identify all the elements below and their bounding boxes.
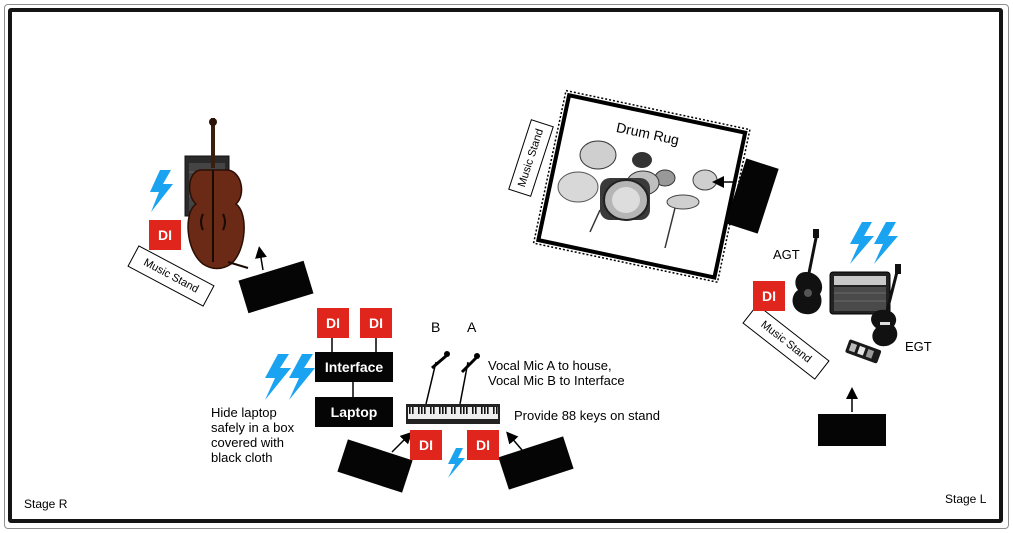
- monitor-wedge-icon: [725, 158, 779, 234]
- electric-guitar-icon: [871, 264, 901, 347]
- power-bolt-icon: [850, 222, 874, 264]
- di-box-interface-right: DI: [360, 308, 392, 338]
- keyboard-black-key: [445, 407, 447, 414]
- guitar-amp-icon: [829, 271, 891, 315]
- power-bolt-icon: [150, 170, 173, 212]
- keys-note: Provide 88 keys on stand: [514, 408, 660, 423]
- keyboard-black-key: [430, 407, 432, 414]
- stage-border-sketch: [4, 4, 1009, 529]
- di-box-keys-left: DI: [410, 430, 442, 460]
- keyboard-icon: [406, 404, 500, 424]
- keyboard-black-key: [460, 407, 462, 414]
- keyboard-black-key: [481, 407, 483, 414]
- mic-b-label: B: [431, 319, 441, 335]
- di-box-interface-left: DI: [317, 308, 349, 338]
- di-box-bass: DI: [149, 220, 181, 250]
- vocal-mic-note: Vocal Mic A to house, Vocal Mic B to Int…: [488, 358, 625, 388]
- power-bolt-icon: [448, 448, 465, 478]
- pedalboard-icon: [845, 339, 882, 364]
- keyboard-black-key: [439, 407, 441, 414]
- monitor-wedge-icon: [238, 260, 314, 314]
- keyboard-black-key: [442, 407, 444, 414]
- keyboard-black-key: [409, 407, 411, 414]
- keyboard-black-key: [484, 407, 486, 414]
- keyboard-black-key: [454, 407, 456, 414]
- interface-box: Interface: [315, 352, 393, 382]
- monitor-wedge-icon: [337, 439, 413, 493]
- monitor-wedge-icon: [498, 436, 574, 490]
- egt-label: EGT: [905, 339, 932, 354]
- power-bolt-icon: [289, 354, 315, 400]
- arrow: [391, 431, 413, 453]
- arrow: [255, 246, 267, 271]
- di-box-keys-right: DI: [467, 430, 499, 460]
- microphone-icon: [459, 353, 480, 405]
- keyboard-black-key: [496, 407, 498, 414]
- keyboard-black-key: [433, 407, 435, 414]
- agt-label: AGT: [773, 247, 800, 262]
- di-box-acoustic: DI: [753, 281, 785, 311]
- upright-bass-icon: [187, 118, 249, 270]
- keyboard-black-key: [418, 407, 420, 414]
- mic-a-label: A: [467, 319, 477, 335]
- keyboard-black-key: [493, 407, 495, 414]
- keyboard-black-key: [463, 407, 465, 414]
- keyboard-black-key: [424, 407, 426, 414]
- keyboard-black-key: [487, 407, 489, 414]
- keyboard-black-key: [466, 407, 468, 414]
- microphone-icon: [425, 351, 450, 405]
- stage-border: [8, 8, 1003, 523]
- laptop-note: Hide laptop safely in a box covered with…: [211, 405, 295, 465]
- stage-left-label: Stage L: [945, 492, 987, 506]
- power-bolt-icon: [265, 354, 291, 400]
- keyboard-black-key: [412, 407, 414, 414]
- drum-kit-icon: [557, 140, 718, 249]
- monitor-wedge-icon: [818, 414, 886, 446]
- keyboard-black-key: [475, 407, 477, 414]
- acoustic-guitar-icon: [792, 229, 823, 315]
- keyboard-black-key: [451, 407, 453, 414]
- power-bolt-icon: [874, 222, 898, 264]
- laptop-box: Laptop: [315, 397, 393, 427]
- keyboard-black-key: [421, 407, 423, 414]
- stage-right-label: Stage R: [24, 497, 68, 511]
- arrow: [506, 431, 523, 451]
- keyboard-black-key: [472, 407, 474, 414]
